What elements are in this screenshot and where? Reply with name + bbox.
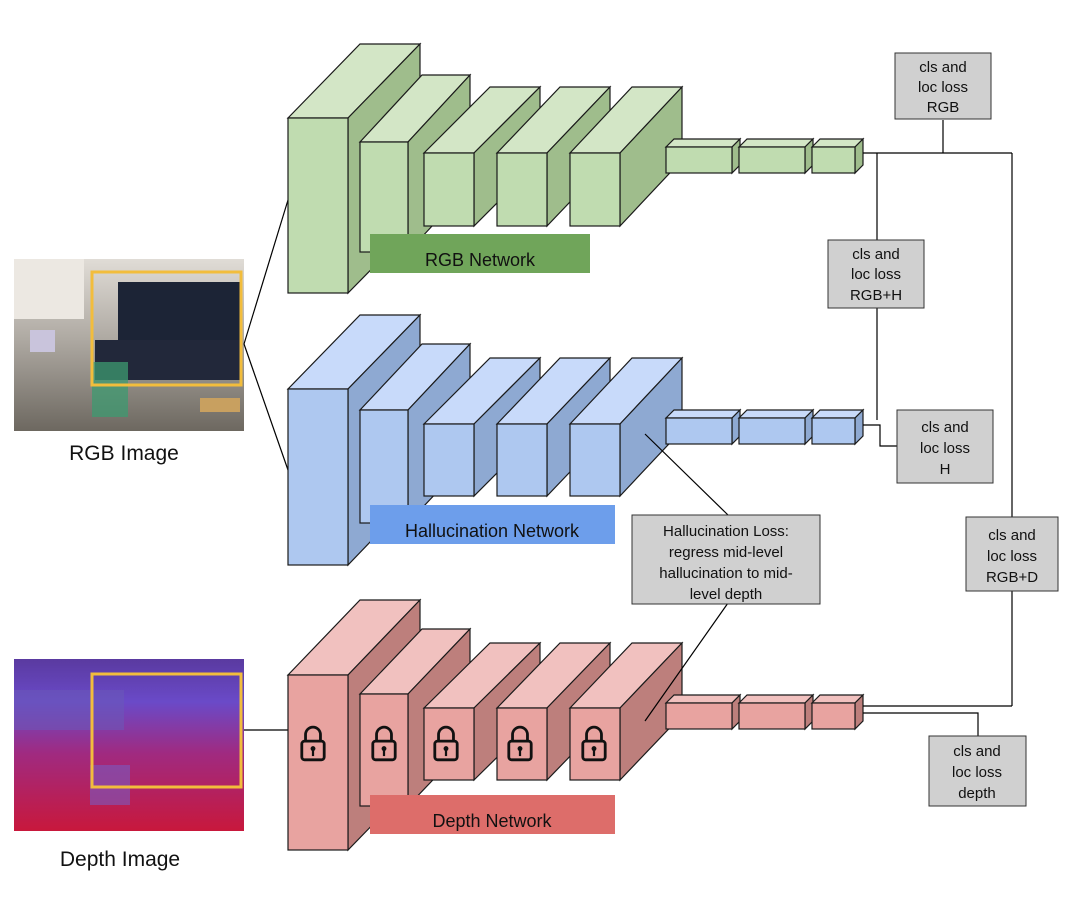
svg-text:cls and: cls and: [953, 743, 1001, 760]
depth-image: [14, 659, 244, 831]
svg-text:cls and: cls and: [921, 419, 969, 436]
hallucination-loss-box: Hallucination Loss: regress mid-level ha…: [631, 514, 821, 605]
hallucination-network-label-bg: [370, 505, 615, 544]
loss-box-rgb: cls and loc loss RGB: [894, 52, 992, 120]
rgb-network-label: RGB Network: [425, 250, 536, 270]
loss-box-rgb-h: cls and loc loss RGB+H: [827, 239, 925, 309]
svg-text:loc loss: loc loss: [851, 266, 901, 283]
svg-text:Hallucination Loss:: Hallucination Loss:: [663, 523, 789, 540]
rgb-network-label-bg: [370, 234, 590, 273]
loss-box-depth: cls and loc loss depth: [928, 735, 1027, 807]
svg-text:hallucination to mid-: hallucination to mid-: [659, 565, 792, 582]
svg-text:RGB: RGB: [927, 99, 960, 116]
svg-text:level depth: level depth: [690, 586, 763, 603]
depth-network-label: Depth Network: [432, 811, 552, 831]
svg-text:cls and: cls and: [852, 246, 900, 263]
svg-text:depth: depth: [958, 785, 996, 802]
rgb-image: [14, 259, 244, 431]
rgb-highlight-box: [90, 270, 243, 387]
loss-box-rgb-d: cls and loc loss RGB+D: [965, 516, 1059, 592]
svg-text:RGB+H: RGB+H: [850, 287, 902, 304]
loss-connectors: [644, 120, 1013, 736]
rgb-network: [286, 42, 865, 295]
depth-image-caption: Depth Image: [60, 848, 180, 871]
svg-text:loc loss: loc loss: [918, 79, 968, 96]
svg-text:cls and: cls and: [988, 527, 1036, 544]
svg-text:loc loss: loc loss: [920, 440, 970, 457]
rgb-image-caption: RGB Image: [69, 442, 179, 465]
svg-text:loc loss: loc loss: [952, 764, 1002, 781]
svg-text:RGB+D: RGB+D: [986, 569, 1038, 586]
svg-text:regress mid-level: regress mid-level: [669, 544, 783, 561]
svg-text:cls and: cls and: [919, 59, 967, 76]
hallucination-network-label: Hallucination Network: [405, 521, 580, 541]
depth-highlight-box: [90, 672, 243, 789]
input-connectors: [243, 199, 289, 731]
hallucination-network: [286, 313, 865, 567]
depth-network-label-bg: [370, 795, 615, 834]
loss-box-h: cls and loc loss H: [896, 409, 994, 484]
svg-text:loc loss: loc loss: [987, 548, 1037, 565]
svg-text:H: H: [940, 461, 951, 478]
